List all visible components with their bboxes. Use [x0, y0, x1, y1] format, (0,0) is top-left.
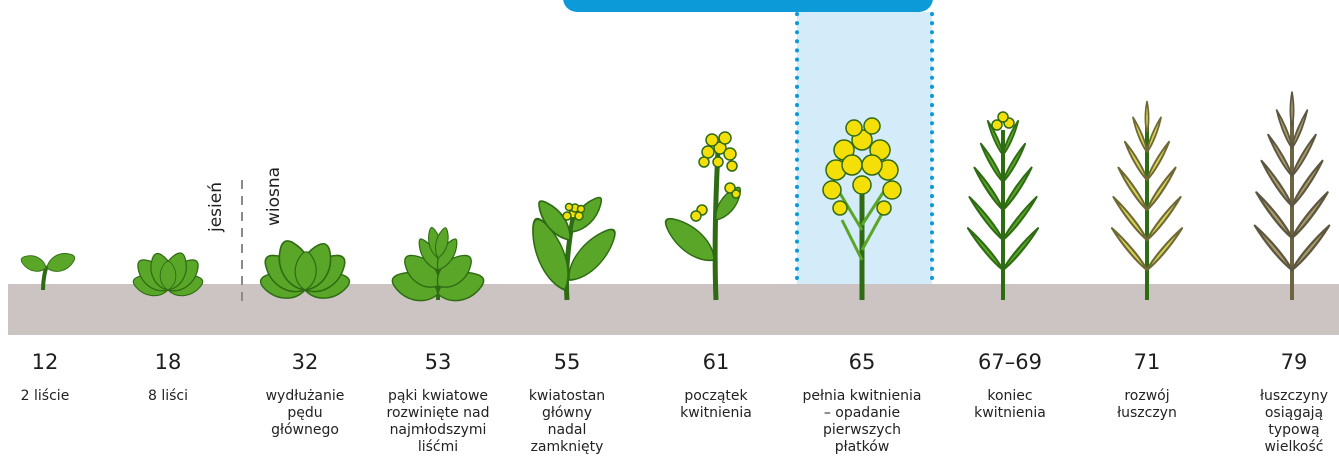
stage-code: 71 [1072, 350, 1222, 374]
stage-code: 55 [492, 350, 642, 374]
season-label-spring: wiosna [264, 167, 284, 226]
stage-18: 18 8 liści [93, 350, 243, 405]
closed-inflorescence-icon [524, 193, 622, 300]
highlight-banner [563, 0, 933, 12]
stage-55: 55 kwiatostan główny nadal zamknięty [492, 350, 642, 456]
stage-description: 8 liści [93, 388, 243, 405]
stage-description: koniec kwitnienia [935, 388, 1085, 422]
season-label-autumn: jesień [206, 182, 226, 232]
stage-code: 53 [363, 350, 513, 374]
stage-description: początek kwitnienia [641, 388, 791, 422]
stage-description: wydłużanie pędu głównego [230, 388, 380, 439]
pod-development-icon [1110, 101, 1183, 300]
stage-32: 32 wydłużanie pędu głównego [230, 350, 380, 439]
stage-79: 79 łuszczyny osiągają typową wielkość [1219, 350, 1339, 456]
stage-code: 61 [641, 350, 791, 374]
ripe-pods-icon [1253, 92, 1331, 300]
stage-description: rozwój łuszczyn [1072, 388, 1222, 422]
flowering-start-icon [659, 132, 746, 300]
ground-strip [8, 284, 1339, 335]
stage-description: kwiatostan główny nadal zamknięty [492, 388, 642, 456]
stage-code: 18 [93, 350, 243, 374]
stage-61: 61 początek kwitnienia [641, 350, 791, 422]
budding-plant-icon [389, 226, 488, 306]
stage-description: pełnia kwitnienia – opadanie pierwszych … [787, 388, 937, 456]
seedling-icon [19, 249, 78, 290]
stage-description: pąki kwiatowe rozwinięte nad najmłodszym… [363, 388, 513, 456]
stage-65: 65 pełnia kwitnienia – opadanie pierwszy… [787, 350, 937, 456]
stage-67-69: 67–69 koniec kwitnienia [935, 350, 1085, 422]
stage-code: 65 [787, 350, 937, 374]
stage-71: 71 rozwój łuszczyn [1072, 350, 1222, 422]
stage-code: 79 [1219, 350, 1339, 374]
flowering-end-icon [966, 112, 1039, 300]
stage-code: 32 [230, 350, 380, 374]
stage-description: łuszczyny osiągają typową wielkość [1219, 388, 1339, 456]
stage-code: 67–69 [935, 350, 1085, 374]
stage-53: 53 pąki kwiatowe rozwinięte nad najmłods… [363, 350, 513, 456]
